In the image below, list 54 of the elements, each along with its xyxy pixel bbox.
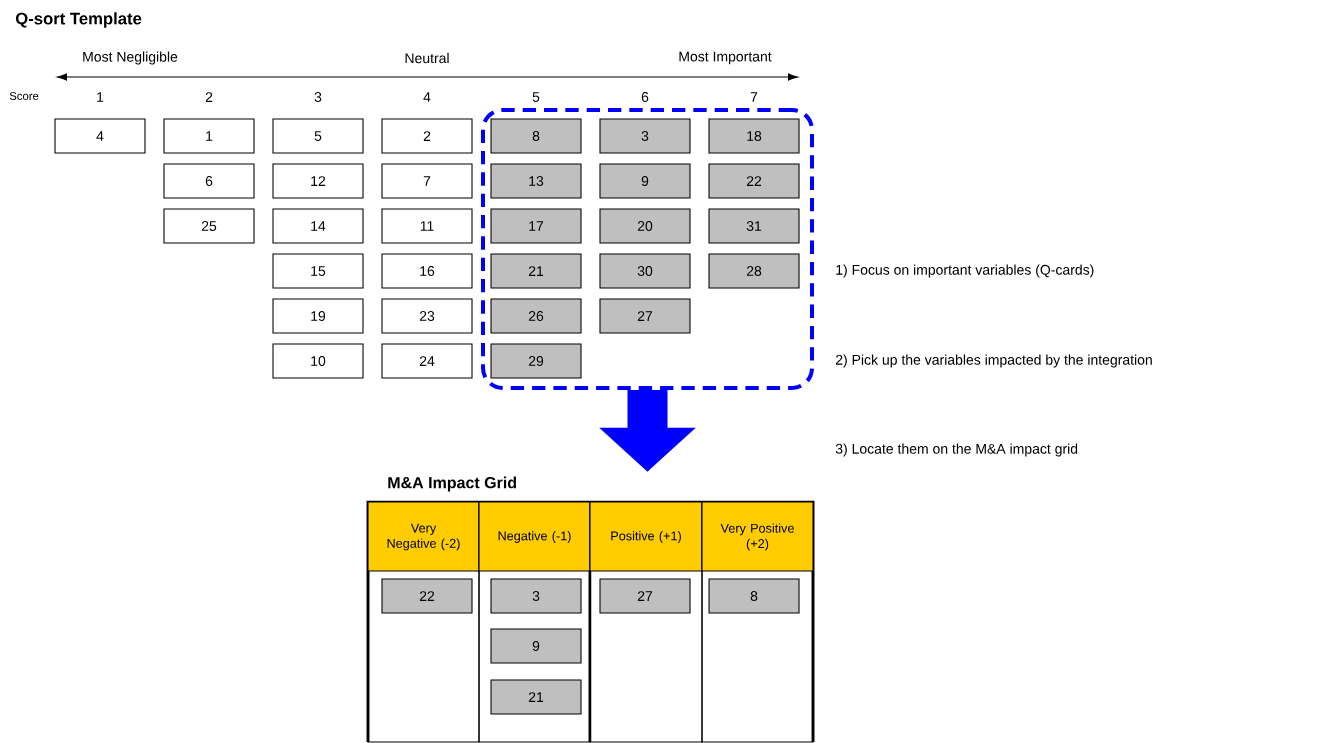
card: 10	[272, 343, 364, 379]
card: 26	[490, 298, 582, 334]
score-number: 4	[423, 92, 431, 102]
score-number: 7	[750, 92, 758, 102]
card: 12	[272, 163, 364, 199]
card: 13	[490, 163, 582, 199]
dashed-region	[481, 108, 814, 390]
axis-label: Score	[9, 92, 39, 100]
card: 22	[708, 163, 800, 199]
card: 8	[490, 118, 582, 154]
card: 29	[490, 343, 582, 379]
card: 27	[599, 578, 691, 614]
card: 22	[381, 578, 473, 614]
note: 3) Locate them on the M&A impact grid	[835, 443, 1078, 457]
card: 3	[490, 578, 582, 614]
score-number: 3	[314, 92, 322, 102]
card: 9	[490, 628, 582, 664]
score-number: 2	[205, 92, 213, 102]
title: Q-sort Template	[15, 12, 142, 28]
card: 15	[272, 253, 364, 289]
card: 16	[381, 253, 473, 289]
note: 2) Pick up the variables impacted by the integration	[836, 354, 1152, 368]
card: 20	[599, 208, 691, 244]
card: 5	[272, 118, 364, 154]
scale-label: Most Negligible	[83, 51, 178, 65]
card: 23	[381, 298, 473, 334]
score-number: 5	[532, 92, 540, 102]
scale-label: Most Important	[679, 51, 772, 65]
score-number: 6	[641, 92, 649, 102]
score-number: 1	[97, 92, 104, 102]
card: 3	[599, 118, 691, 154]
card: 18	[708, 118, 800, 154]
card: 24	[381, 343, 473, 379]
card: 11	[381, 208, 473, 244]
card: 21	[490, 253, 582, 289]
note: 1) Focus on important variables (Q-cards)	[836, 264, 1094, 278]
card: 17	[490, 208, 582, 244]
card: 28	[708, 253, 800, 289]
card: 25	[163, 208, 255, 244]
card: 2	[381, 118, 473, 154]
card: 7	[381, 163, 473, 199]
card: 9	[599, 163, 691, 199]
card: 30	[599, 253, 691, 289]
card: 8	[708, 578, 800, 614]
card: 31	[708, 208, 800, 244]
card: 14	[272, 208, 364, 244]
card: 27	[599, 298, 691, 334]
card: 6	[163, 163, 255, 199]
card: 4	[54, 118, 146, 154]
scale-label: Neutral	[405, 52, 449, 64]
card: 1	[163, 118, 255, 154]
grid-heading: M&A Impact Grid	[388, 476, 516, 492]
card: 21	[490, 679, 582, 715]
card: 19	[272, 298, 364, 334]
